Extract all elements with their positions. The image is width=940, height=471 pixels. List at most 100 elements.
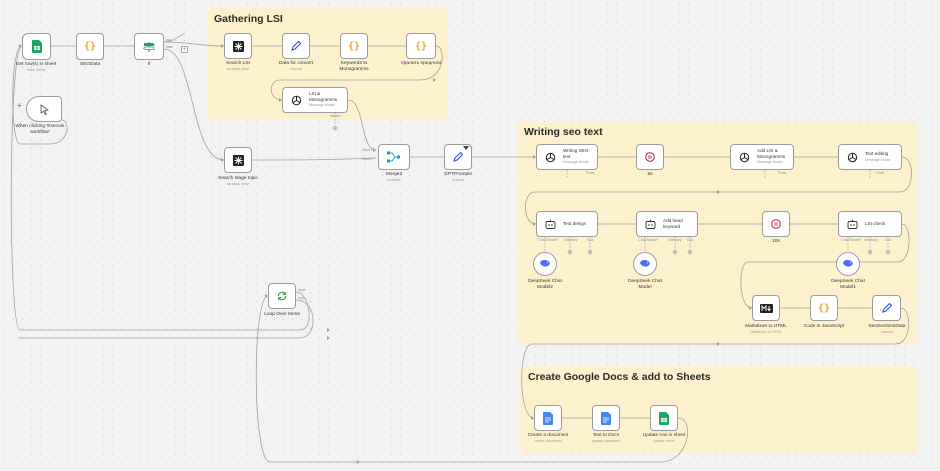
node-wait-10s-label: 10s <box>772 239 780 244</box>
openai-icon <box>543 150 557 164</box>
curly-braces-icon: {} <box>347 40 361 52</box>
node-manual-trigger[interactable] <box>26 96 62 122</box>
robot-icon <box>543 217 557 231</box>
node-loop-over-items-label: Loop Over Items <box>264 312 300 317</box>
group-writing-seo-title: Writing seo text <box>524 126 603 138</box>
node-seodata[interactable]: {} <box>76 33 104 60</box>
node-deepseek-model2-label: DeepSeek Chat Model2 <box>528 279 562 290</box>
curly-braces-icon: {} <box>817 302 831 314</box>
lsi-monogramms-model-dot[interactable] <box>332 125 338 131</box>
node-add-head-keyword-title: Add head keyword <box>663 218 683 229</box>
google-sheets-icon <box>657 411 671 425</box>
node-code-in-javascript[interactable]: {} <box>810 295 838 321</box>
node-text-design[interactable]: Text design <box>536 211 598 237</box>
node-gptprompts[interactable] <box>444 144 472 170</box>
pinned-icon <box>463 146 469 150</box>
lsi-check-model-port: Chat Model* <box>841 238 861 242</box>
add-head-tool-port: Tool <box>686 238 694 242</box>
text-editing-tools-port: Tools <box>875 171 885 175</box>
node-add-lsi-title: Add LSI & Monogramms <box>757 148 786 159</box>
curly-braces-icon: {} <box>83 41 97 52</box>
pencil-icon <box>451 150 465 164</box>
node-text-editing-title: Text editing <box>865 150 889 156</box>
node-code-in-javascript-label: Code in JavaScript <box>803 324 845 329</box>
loop-arrows-icon <box>275 289 289 303</box>
openai-icon <box>289 93 303 107</box>
node-update-row-in-sheet[interactable] <box>650 405 678 431</box>
pencil-icon <box>289 39 303 53</box>
deepseek-whale-icon <box>842 255 854 273</box>
node-markdown-to-html[interactable] <box>752 295 780 321</box>
google-docs-icon <box>541 411 555 425</box>
trigger-plus-icon[interactable]: + <box>17 101 22 110</box>
add-node-button[interactable]: + <box>181 46 188 53</box>
node-seo-sections-data[interactable] <box>872 295 901 321</box>
curly-braces-icon: {} <box>414 40 428 52</box>
node-wait-5s[interactable] <box>636 144 664 170</box>
pencil-icon <box>880 301 894 315</box>
node-loop-over-items[interactable] <box>268 283 296 309</box>
node-deepseek-chat-model2[interactable] <box>533 252 557 276</box>
node-merge3[interactable] <box>378 144 410 170</box>
node-seodata-label: SEOData <box>79 62 101 67</box>
node-search-stage-topic[interactable] <box>224 147 252 173</box>
openai-icon <box>737 150 751 164</box>
google-sheets-icon <box>30 40 44 54</box>
if-false-label: false <box>166 45 174 49</box>
markdown-icon <box>759 301 773 315</box>
group-gathering-lsi-title: Gathering LSI <box>214 13 283 25</box>
lsi-monogramms-model-port: Model <box>330 114 340 118</box>
node-add-head-keyword[interactable]: Add head keyword <box>636 211 698 237</box>
node-lsi-check[interactable]: LSI check <box>838 211 902 237</box>
node-add-lsi-subtitle: Message Model <box>757 160 783 165</box>
node-wait-10s[interactable] <box>762 211 790 237</box>
deepseek-whale-icon <box>639 255 651 273</box>
node-data-for-convert[interactable] <box>282 33 310 59</box>
openai-icon <box>845 150 859 164</box>
node-deepseek-chat-model[interactable] <box>633 252 657 276</box>
serpstat-icon <box>231 153 245 167</box>
node-deepseek-model-label: DeepSeek Chat Model <box>628 279 662 290</box>
node-manual-trigger-label: When clicking 'Execute workflow' <box>15 124 65 135</box>
node-keywords-to-monogramms[interactable]: {} <box>340 33 368 59</box>
node-lsi-monogramms-title: LSI & Monogramms <box>309 91 338 102</box>
node-writing-seo-subtitle: Message Model <box>563 160 589 165</box>
serpstat-icon <box>231 39 245 53</box>
add-head-memory-port: Memory <box>668 238 682 242</box>
node-search-lsi[interactable] <box>224 33 252 59</box>
group-google-docs-title: Create Google Docs & add to Sheets <box>528 371 711 383</box>
node-create-a-document[interactable] <box>534 405 562 431</box>
branch-signpost-icon <box>142 40 156 54</box>
cursor-click-icon <box>37 102 51 116</box>
deepseek-whale-icon <box>539 255 551 273</box>
lsi-check-memory-port: Memory <box>864 238 878 242</box>
node-lsi-check-title: LSI check <box>865 221 886 227</box>
text-design-memory-port: Memory <box>564 238 578 242</box>
node-deepseek-model1-label: DeepSeek Chat Model1 <box>831 279 865 290</box>
text-design-tool-port: Tool <box>586 238 594 242</box>
node-if[interactable] <box>134 33 164 60</box>
node-remove-prepositions[interactable]: {} <box>406 33 436 59</box>
add-lsi-tools-port: Tools <box>777 171 787 175</box>
node-remove-prepositions-label: Удалить предлоги <box>400 61 442 66</box>
loop-loop-label: loop <box>298 296 305 300</box>
node-get-rows-in-sheet[interactable] <box>22 33 51 60</box>
node-deepseek-chat-model1[interactable] <box>836 252 860 276</box>
node-lsi-monogramms-subtitle: Message Model <box>309 103 335 108</box>
node-text-to-docs[interactable] <box>592 405 620 431</box>
merge-input2-label: Input 2 <box>362 157 373 161</box>
node-text-editing-subtitle: Message Model <box>865 157 891 162</box>
